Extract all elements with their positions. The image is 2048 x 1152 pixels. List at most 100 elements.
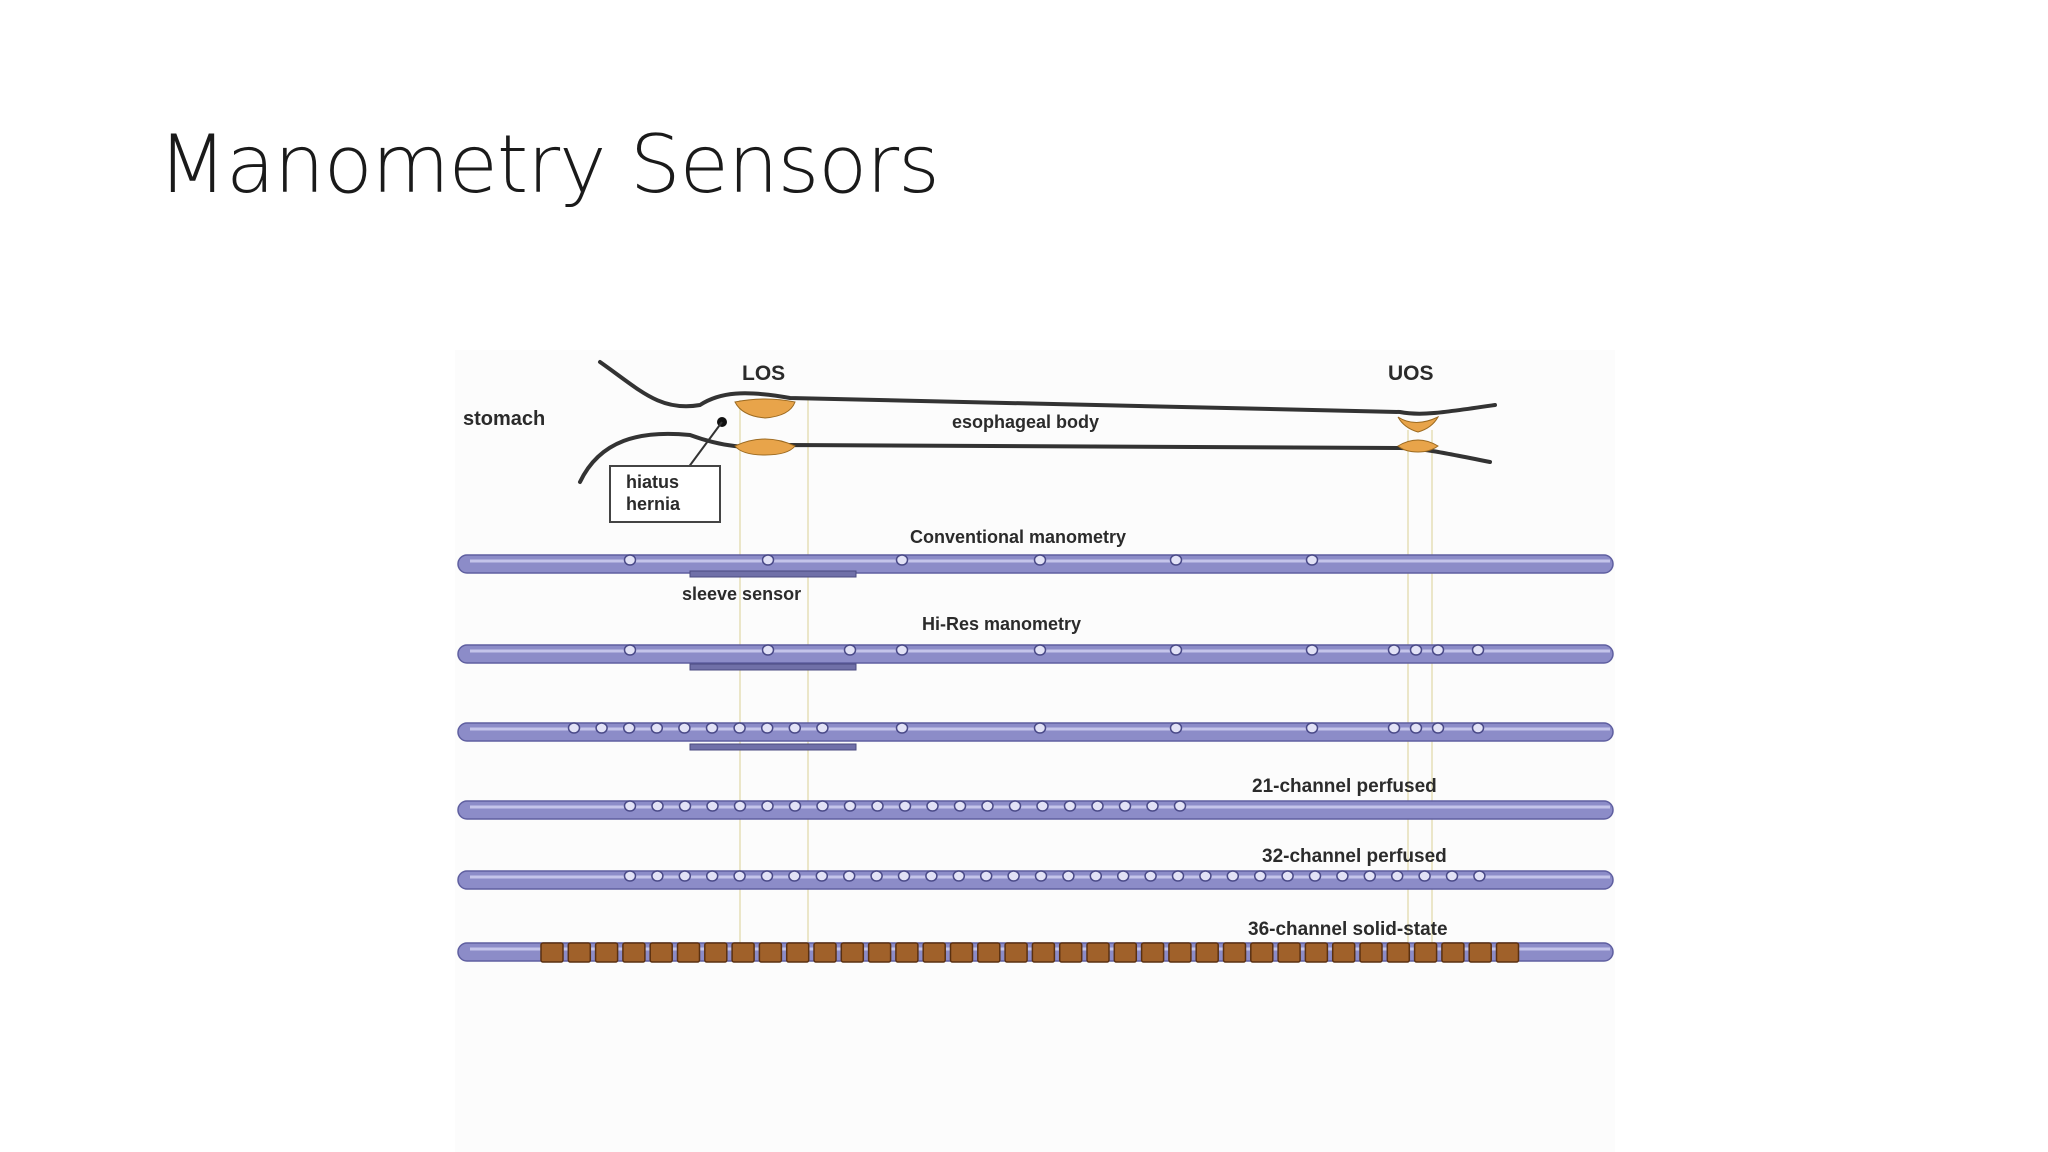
hires-port-8 (1409, 644, 1423, 656)
ch21-port-17 (1091, 800, 1104, 812)
ch32-port-7 (815, 870, 829, 882)
ch32-label: 32-channel perfused (1262, 846, 1447, 867)
ch21-port-9 (871, 800, 884, 812)
ch36-sensor-16 (977, 942, 1001, 963)
uos-label: UOS (1388, 362, 1434, 385)
ch36-sensor-30 (1359, 942, 1383, 963)
ch36-sensor-27 (1277, 942, 1301, 963)
ch36-sensor-23 (1168, 942, 1192, 963)
uos-sphincter (1397, 415, 1440, 453)
ch21-port-14 (1008, 800, 1022, 812)
hiatus-box (609, 465, 721, 523)
ch36-sensor-17 (1004, 942, 1028, 963)
ch32-port-15 (1034, 870, 1048, 882)
hires-port-0 (623, 644, 637, 656)
ch36-sensor-22 (1140, 942, 1165, 963)
ch21-port-12 (953, 800, 967, 812)
ch36-sensor-6 (704, 942, 728, 963)
dense-array-port-2 (622, 722, 636, 734)
hires-port-5 (1169, 644, 1183, 656)
ch32-port-29 (1418, 870, 1431, 882)
ch36-sensor-3 (622, 942, 646, 963)
ch32-port-8 (842, 870, 856, 882)
dense-array-port-15 (1409, 722, 1423, 734)
sleeve-sensor-1 (689, 570, 857, 578)
ch21-port-6 (788, 800, 802, 812)
ch36-sensor-2 (594, 942, 619, 963)
ch21-port-10 (898, 800, 912, 812)
ch36-label: 36-channel solid-state (1248, 919, 1448, 940)
ch36-sensor-8 (758, 942, 783, 963)
ch32-port-9 (870, 870, 883, 882)
dense-array-port-7 (760, 722, 774, 734)
ch32-port-27 (1363, 870, 1377, 882)
conventional-port-3 (1033, 554, 1047, 566)
hires-manometry-label: Hi-Res manometry (922, 614, 1081, 634)
hires-port-6 (1305, 644, 1319, 656)
dense-array-port-6 (733, 722, 746, 734)
dense-array-port-3 (650, 722, 664, 734)
dense-array-port-16 (1431, 722, 1445, 734)
sleeve-sensor-2 (689, 663, 857, 671)
hiatus-label-line1: hiatus (626, 472, 679, 492)
ch21-port-19 (1146, 800, 1159, 812)
slide-title: Manometry Sensors (158, 118, 940, 211)
ch32-port-4 (733, 870, 746, 882)
ch32-port-14 (1007, 870, 1020, 882)
ch21-label: 21-channel perfused (1252, 776, 1437, 797)
ch32-port-3 (705, 870, 719, 882)
ch32-port-21 (1199, 870, 1212, 882)
ch32-port-0 (623, 870, 637, 882)
ch36-sensor-26 (1250, 942, 1274, 963)
dense-array-port-5 (705, 722, 719, 734)
ch21-port-11 (926, 800, 939, 812)
ch36-sensor-15 (949, 942, 974, 963)
ch32-port-17 (1089, 870, 1103, 882)
ch36-sensor-31 (1386, 942, 1411, 963)
catheter-group (457, 554, 1614, 963)
ch32-port-2 (678, 870, 692, 882)
dense-array-port-8 (788, 722, 802, 734)
ch36-sensor-4 (649, 942, 673, 963)
esophageal-body-label: esophageal body (952, 412, 1099, 432)
dense-array-port-9 (816, 722, 829, 734)
ch36-sensor-18 (1031, 942, 1056, 963)
ch36-sensor-12 (867, 942, 892, 963)
ch32-port-26 (1336, 870, 1349, 882)
ch32-port-24 (1281, 870, 1294, 882)
ch36-sensor-19 (1058, 942, 1083, 963)
ch32-port-22 (1226, 870, 1240, 882)
ch32-port-16 (1062, 870, 1075, 882)
ch21-port-15 (1036, 800, 1049, 812)
ch21-port-7 (816, 800, 829, 812)
ch36-sensor-13 (895, 942, 919, 963)
ch21-port-2 (678, 800, 692, 812)
ch36-sensor-34 (1468, 942, 1492, 963)
ch21-port-8 (843, 800, 857, 812)
dense-array-port-14 (1387, 722, 1401, 734)
hires-port-10 (1471, 644, 1485, 656)
ch36-sensor-33 (1441, 942, 1465, 963)
ch36-sensor-14 (922, 942, 946, 963)
ch21-port-18 (1118, 800, 1132, 812)
ch36-sensor-9 (785, 942, 810, 963)
hires-port-7 (1387, 644, 1401, 656)
dense-array-port-11 (1033, 722, 1047, 734)
ch36-sensor-7 (731, 942, 755, 963)
ch36-sensor-10 (813, 942, 837, 963)
ch36-sensor-21 (1113, 942, 1138, 963)
dense-array-port-12 (1169, 722, 1183, 734)
ch36-sensor-35 (1495, 942, 1520, 963)
ch32-port-25 (1308, 870, 1322, 882)
conventional-port-1 (761, 554, 775, 566)
hires-port-9 (1431, 644, 1445, 656)
ch36-sensor-24 (1195, 942, 1219, 963)
ch36-sensor-20 (1086, 942, 1110, 963)
ch32-port-23 (1253, 870, 1267, 882)
hiatus-label-line2: hernia (626, 494, 681, 514)
hires-port-4 (1033, 644, 1047, 656)
ch36-sensor-25 (1222, 942, 1247, 963)
ch36-sensor-28 (1304, 942, 1329, 963)
ch32-port-13 (979, 870, 993, 882)
